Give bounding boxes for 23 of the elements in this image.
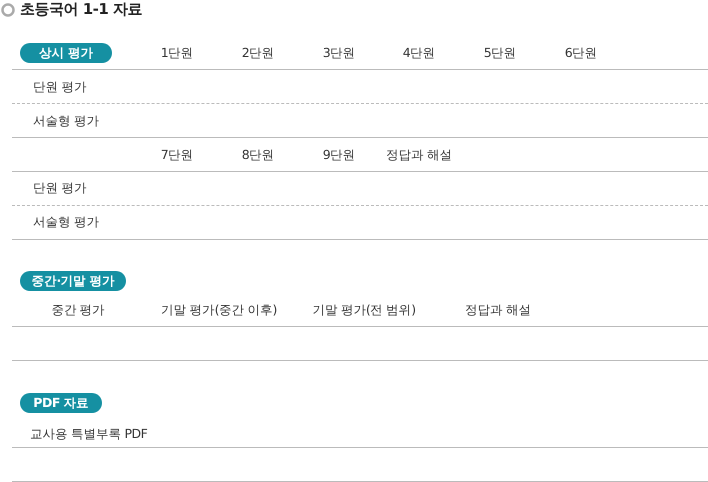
column-header: 8단원 (242, 147, 274, 164)
column-header: 중간 평가 (51, 302, 105, 319)
section-tab: PDF 자료 (20, 393, 102, 413)
column-header: 1단원 (160, 45, 194, 62)
column-header: 정답과 해설 (386, 147, 452, 164)
row-label: 단원 평가 (33, 180, 86, 197)
row-label: 서술형 평가 (33, 113, 99, 130)
section-tab: 상시 평가 (20, 43, 112, 63)
row-label: 서술형 평가 (33, 214, 99, 231)
row-label: 교사용 특별부록 PDF (30, 426, 148, 443)
row-label: 단원 평가 (33, 79, 86, 96)
column-header: 기말 평가(전 범위) (312, 302, 416, 319)
section-tab: 중간·기말 평가 (20, 271, 126, 291)
column-header: 9단원 (322, 147, 356, 164)
page-title: 초등국어 1-1 자료 (20, 0, 142, 19)
column-header: 3단원 (322, 45, 356, 62)
column-header: 4단원 (402, 45, 436, 62)
column-header: 정답과 해설 (465, 302, 531, 319)
column-header: 7단원 (160, 147, 194, 164)
column-header: 5단원 (484, 45, 516, 62)
column-header: 6단원 (564, 45, 598, 62)
column-header: 2단원 (242, 45, 274, 62)
column-header: 기말 평가(중간 이후) (161, 302, 277, 319)
